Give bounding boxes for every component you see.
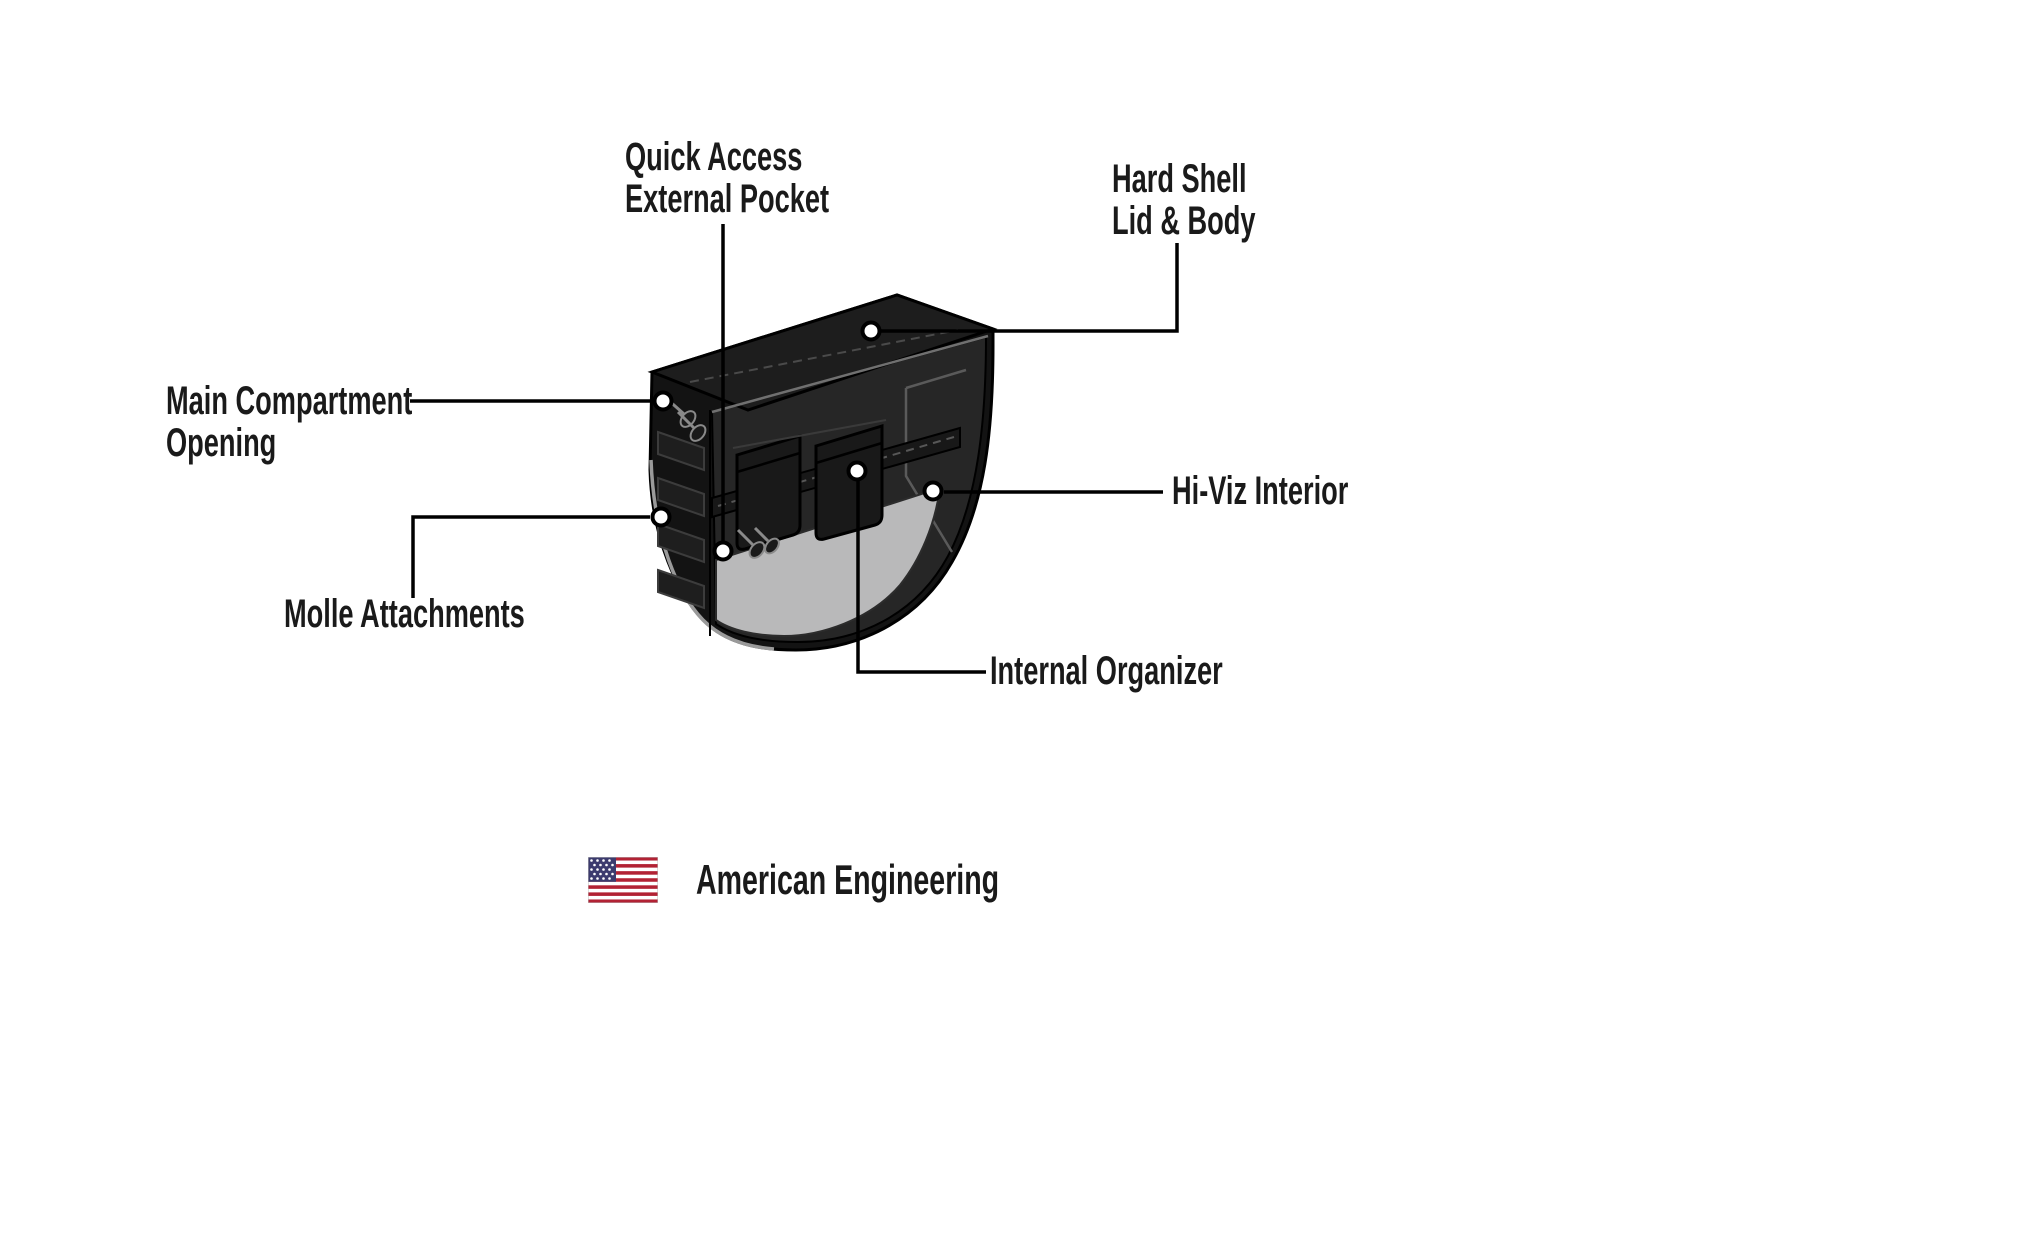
molle-strap-3 — [657, 522, 705, 564]
lid-stitching — [689, 329, 959, 383]
footer-label: American Engineering — [696, 856, 1000, 903]
callout-line-internal-organizer — [856, 481, 986, 674]
pocket-zipper-pull — [736, 526, 780, 559]
organizer-pocket-right-flap — [815, 441, 883, 465]
bag-lid — [647, 293, 998, 412]
callout-markers — [650, 320, 944, 562]
lid-seam — [711, 334, 989, 414]
callout-line-molle — [411, 515, 650, 598]
callout-marker-internal-organizer — [846, 460, 868, 482]
us-flag-icon — [588, 857, 658, 903]
callout-marker-molle — [650, 506, 672, 528]
saddlebag-body — [647, 293, 998, 652]
callout-line-hard-shell — [881, 243, 1179, 333]
label-hard-shell-lid-body: Hard Shell Lid & Body — [1112, 157, 1256, 243]
footer: American Engineering — [588, 856, 1142, 904]
molle-strap-4 — [657, 568, 705, 610]
organizer-pocket-right — [814, 423, 884, 541]
label-quick-access-external-pocket: Quick Access External Pocket — [625, 135, 830, 221]
molle-strap-1 — [657, 430, 705, 472]
callout-marker-hi-viz — [922, 480, 944, 502]
callout-marker-hard-shell — [860, 320, 882, 342]
hi-viz-floor — [715, 486, 942, 638]
label-internal-organizer: Internal Organizer — [990, 649, 1223, 693]
main-zipper-pulls — [665, 396, 707, 442]
callout-lines — [410, 224, 1179, 674]
organizer-pocket-left — [735, 433, 802, 551]
callout-marker-main-compartment — [652, 390, 674, 412]
label-molle-attachments: Molle Attachments — [284, 592, 525, 636]
label-main-compartment-opening: Main Compartment Opening — [166, 379, 413, 465]
label-hi-viz-interior: Hi-Viz Interior — [1172, 469, 1349, 513]
organizer-top-edge — [732, 419, 887, 449]
interior-frame — [904, 388, 954, 553]
callout-marker-quick-access — [712, 540, 734, 562]
interior-frame-top — [905, 368, 967, 390]
organizer-pocket-left-flap — [736, 451, 801, 474]
molle-strap-2 — [657, 476, 705, 518]
